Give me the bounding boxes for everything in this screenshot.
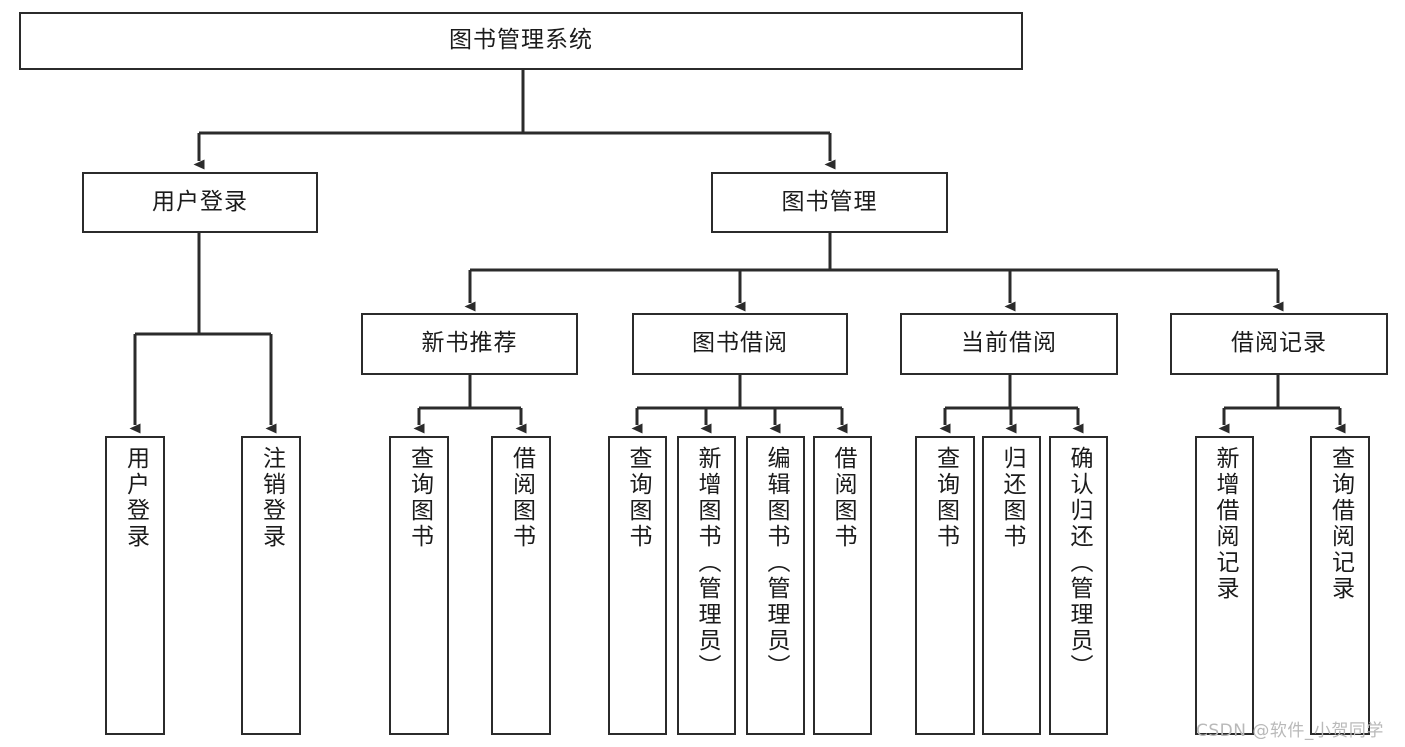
leaf-borrow-edit-book-admin[interactable]: 编辑图书（管理员） [746, 436, 805, 735]
node-label: 当前借阅 [961, 330, 1057, 357]
leaf-borrow-borrow-book[interactable]: 借阅图书 [813, 436, 872, 735]
leaf-current-return-book[interactable]: 归还图书 [982, 436, 1041, 735]
node-label: 编辑图书（管理员） [763, 446, 789, 680]
leaf-borrow-query-book[interactable]: 查询图书 [608, 436, 667, 735]
node-label: 新增借阅记录 [1212, 446, 1238, 602]
node-label: 图书管理 [781, 188, 878, 215]
leaf-recommend-query-book[interactable]: 查询图书 [389, 436, 449, 735]
leaf-user-login-signout[interactable]: 注销登录 [241, 436, 301, 735]
node-label: 新增图书（管理员） [694, 446, 720, 680]
node-label: 查询图书 [406, 446, 433, 550]
node-label: 查询图书 [625, 446, 651, 550]
leaf-borrow-add-book-admin[interactable]: 新增图书（管理员） [677, 436, 736, 735]
node-book-management[interactable]: 图书管理 [711, 172, 948, 233]
node-label: 借阅图书 [830, 446, 856, 550]
node-label: 注销登录 [258, 446, 285, 550]
node-user-login[interactable]: 用户登录 [82, 172, 318, 233]
leaf-record-add-record[interactable]: 新增借阅记录 [1195, 436, 1254, 735]
leaf-recommend-borrow-book[interactable]: 借阅图书 [491, 436, 551, 735]
node-label: 查询借阅记录 [1327, 446, 1354, 602]
leaf-record-query-record[interactable]: 查询借阅记录 [1310, 436, 1370, 735]
node-label: 新书推荐 [421, 330, 518, 357]
node-label: 图书借阅 [692, 330, 788, 357]
node-label: 借阅图书 [508, 446, 535, 550]
node-label: 图书管理系统 [449, 27, 593, 54]
leaf-current-confirm-return-admin[interactable]: 确认归还（管理员） [1049, 436, 1108, 735]
node-label: 查询图书 [932, 446, 959, 550]
watermark-text: CSDN @软件_小贺同学 [1196, 721, 1384, 741]
leaf-current-query-book[interactable]: 查询图书 [915, 436, 975, 735]
node-label: 用户登录 [152, 188, 248, 215]
node-label: 归还图书 [999, 446, 1025, 550]
node-borrow-record[interactable]: 借阅记录 [1170, 313, 1388, 375]
node-label: 用户登录 [122, 446, 149, 550]
node-current-borrow[interactable]: 当前借阅 [900, 313, 1118, 375]
node-book-borrow[interactable]: 图书借阅 [632, 313, 848, 375]
node-label: 确认归还（管理员） [1066, 446, 1092, 680]
leaf-user-login-signin[interactable]: 用户登录 [105, 436, 165, 735]
node-new-book-recommend[interactable]: 新书推荐 [361, 313, 578, 375]
node-root-system[interactable]: 图书管理系统 [19, 12, 1023, 70]
node-label: 借阅记录 [1231, 330, 1327, 357]
